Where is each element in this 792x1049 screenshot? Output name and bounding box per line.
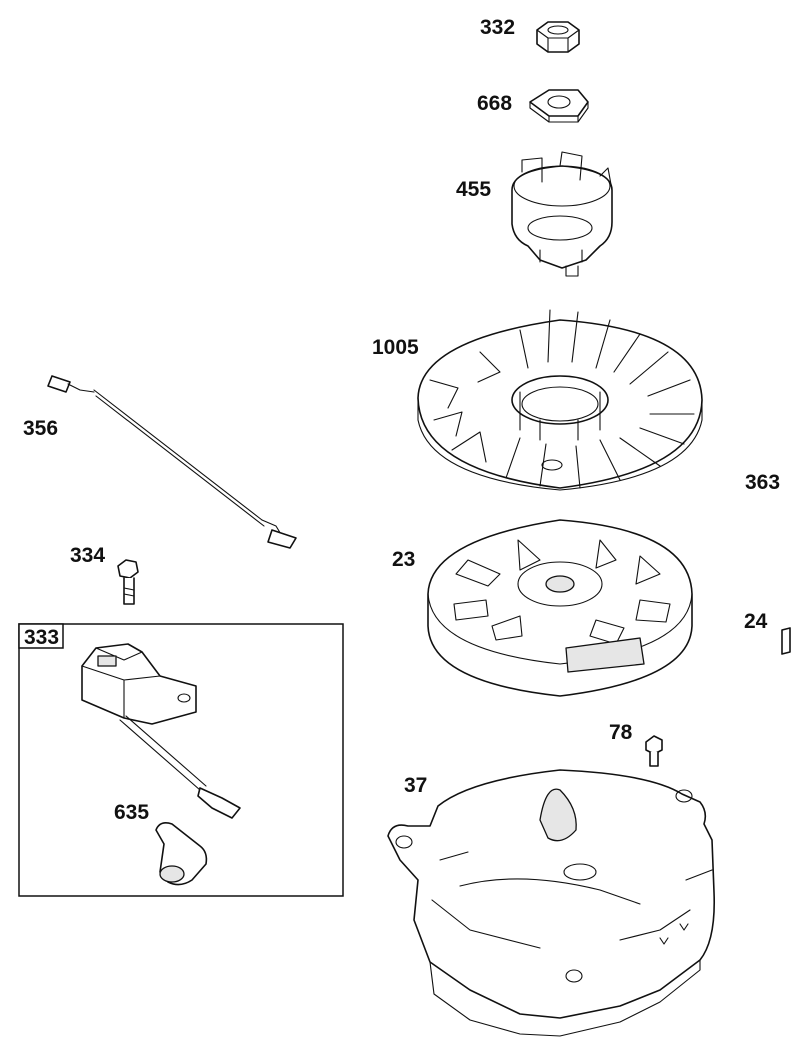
callout-668: 668 [477,92,513,115]
callout-23: 23 [392,548,416,571]
callout-78: 78 [609,721,633,744]
callout-333: 333 [24,626,60,649]
part-635-spark-plug-boot [155,822,208,886]
callout-1005: 1005 [372,336,419,359]
part-332-nut [536,21,580,53]
part-1005-flywheel-fan [417,309,703,491]
part-333-ignition-coil [81,643,241,819]
callout-635: 635 [114,801,150,824]
callout-332: 332 [480,16,516,39]
part-333-box [18,623,344,897]
callout-37: 37 [404,774,428,797]
callout-363: 363 [745,471,781,494]
part-37-blower-housing [387,769,716,1037]
part-356-ground-wire [47,375,297,549]
callout-455: 455 [456,178,492,201]
part-78-screw [645,735,663,767]
callout-24: 24 [744,610,768,633]
part-455-starter-cup [511,151,613,277]
part-668-washer [529,89,589,123]
part-334-bolt [117,559,139,605]
part-24-key [781,627,791,655]
callout-356: 356 [23,417,59,440]
part-23-magnet-ring [427,519,693,697]
callout-334: 334 [70,544,106,567]
